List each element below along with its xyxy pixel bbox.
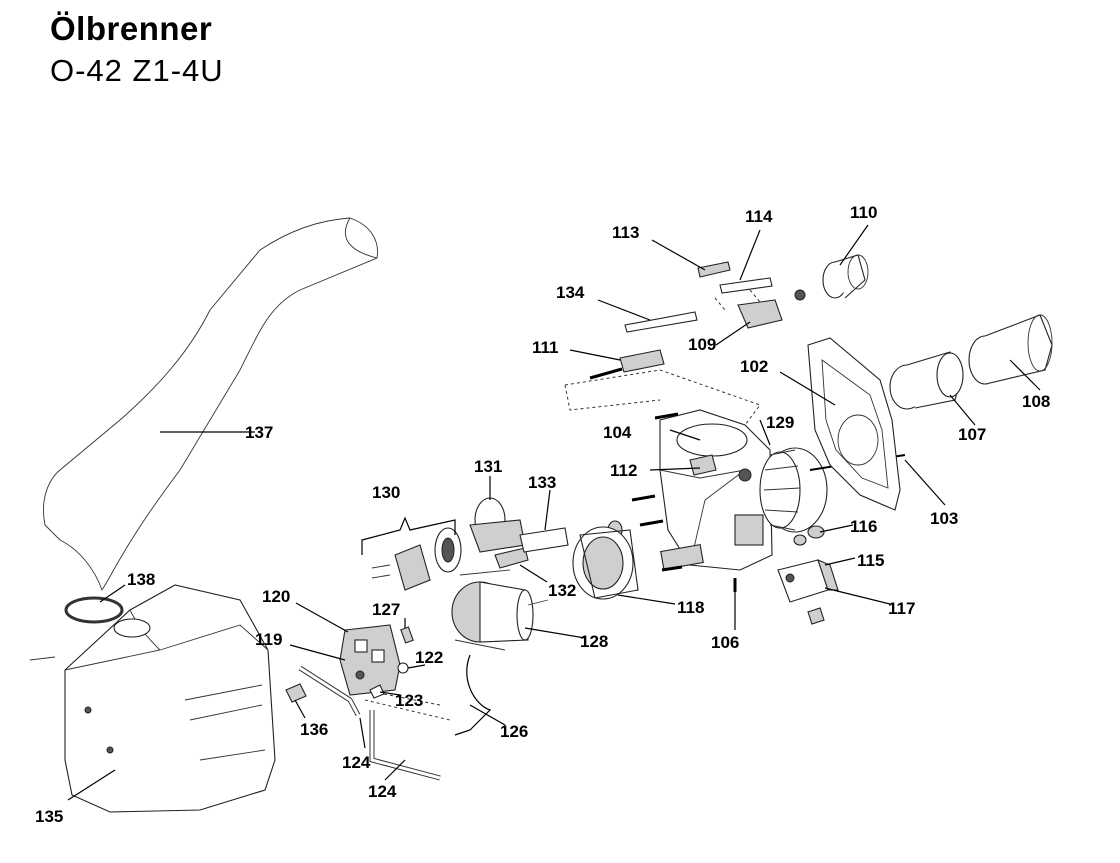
label-110: 110 (850, 203, 877, 222)
oil-pump-119-120[interactable] (339, 624, 401, 696)
label-122: 122 (415, 648, 443, 667)
label-133: 133 (528, 473, 556, 492)
sleeve-110[interactable] (822, 254, 869, 299)
label-119: 119 (255, 630, 282, 649)
front-cover-102[interactable] (807, 337, 901, 511)
label-120: 120 (262, 587, 290, 606)
coupling-130[interactable] (371, 527, 462, 591)
label-107: 107 (958, 425, 986, 444)
rod-134[interactable] (624, 311, 698, 333)
label-109: 109 (688, 335, 716, 354)
label-131: 131 (474, 457, 502, 476)
nozzle-holder-109[interactable] (737, 289, 806, 329)
label-111: 111 (532, 338, 559, 357)
nozzle-136[interactable] (285, 683, 307, 703)
label-134: 134 (556, 283, 585, 302)
label-102: 102 (740, 357, 768, 376)
nozzle-111[interactable] (589, 349, 665, 380)
label-138: 138 (127, 570, 155, 589)
ignition-transformer-117[interactable] (777, 559, 839, 603)
label-132: 132 (548, 581, 576, 600)
label-114: 114 (745, 207, 773, 226)
label-104: 104 (603, 423, 632, 442)
label-129: 129 (766, 413, 794, 432)
electrode-114[interactable] (719, 277, 773, 294)
label-106: 106 (711, 633, 739, 652)
label-116: 116 (850, 517, 877, 536)
connector-112[interactable] (689, 454, 717, 476)
label-136: 136 (300, 720, 328, 739)
label-115: 115 (857, 551, 884, 570)
burner-cover-135[interactable] (64, 584, 276, 813)
label-112: 112 (610, 461, 637, 480)
label-103: 103 (930, 509, 958, 528)
burner-housing-104[interactable] (659, 409, 773, 571)
part-labels: 113 114 110 134 111 109 102 108 107 129 … (35, 203, 1050, 826)
label-135: 135 (35, 807, 63, 826)
fan-wheel-129[interactable] (759, 447, 906, 533)
o-ring-138[interactable] (64, 596, 124, 624)
model-number: O-42 Z1-4U (50, 53, 224, 88)
coupling-132[interactable] (494, 547, 529, 569)
label-128: 128 (580, 632, 608, 651)
leader-lines (67, 224, 1041, 801)
screw-127[interactable] (400, 626, 414, 644)
label-113: 113 (612, 223, 639, 242)
bracket-130 (361, 516, 456, 555)
air-intake-118[interactable] (572, 526, 639, 600)
label-123: 123 (395, 691, 423, 710)
photocell-126[interactable] (454, 654, 492, 736)
label-137: 137 (245, 423, 273, 442)
label-124a: 124 (342, 753, 371, 772)
oil-hose-124[interactable] (298, 665, 441, 781)
diagram-title: Ölbrenner (50, 10, 213, 47)
label-127: 127 (372, 600, 400, 619)
air-hose-137[interactable] (43, 217, 378, 592)
flame-tube-dashed-outline (564, 369, 761, 426)
flame-tube-108[interactable] (968, 314, 1053, 385)
nut-116[interactable] (807, 525, 825, 539)
label-130: 130 (372, 483, 400, 502)
label-124b: 124 (368, 782, 397, 801)
label-126: 126 (500, 722, 528, 741)
label-108: 108 (1022, 392, 1050, 411)
motor-128[interactable] (451, 569, 549, 651)
label-118: 118 (677, 598, 704, 617)
pump-flange-131[interactable] (469, 497, 526, 553)
label-117: 117 (888, 599, 915, 618)
electrode-113[interactable] (697, 261, 731, 278)
bracket-115[interactable] (807, 607, 825, 625)
nipple-122[interactable] (397, 662, 409, 674)
screws (631, 412, 683, 572)
flame-head-107[interactable] (889, 351, 964, 410)
